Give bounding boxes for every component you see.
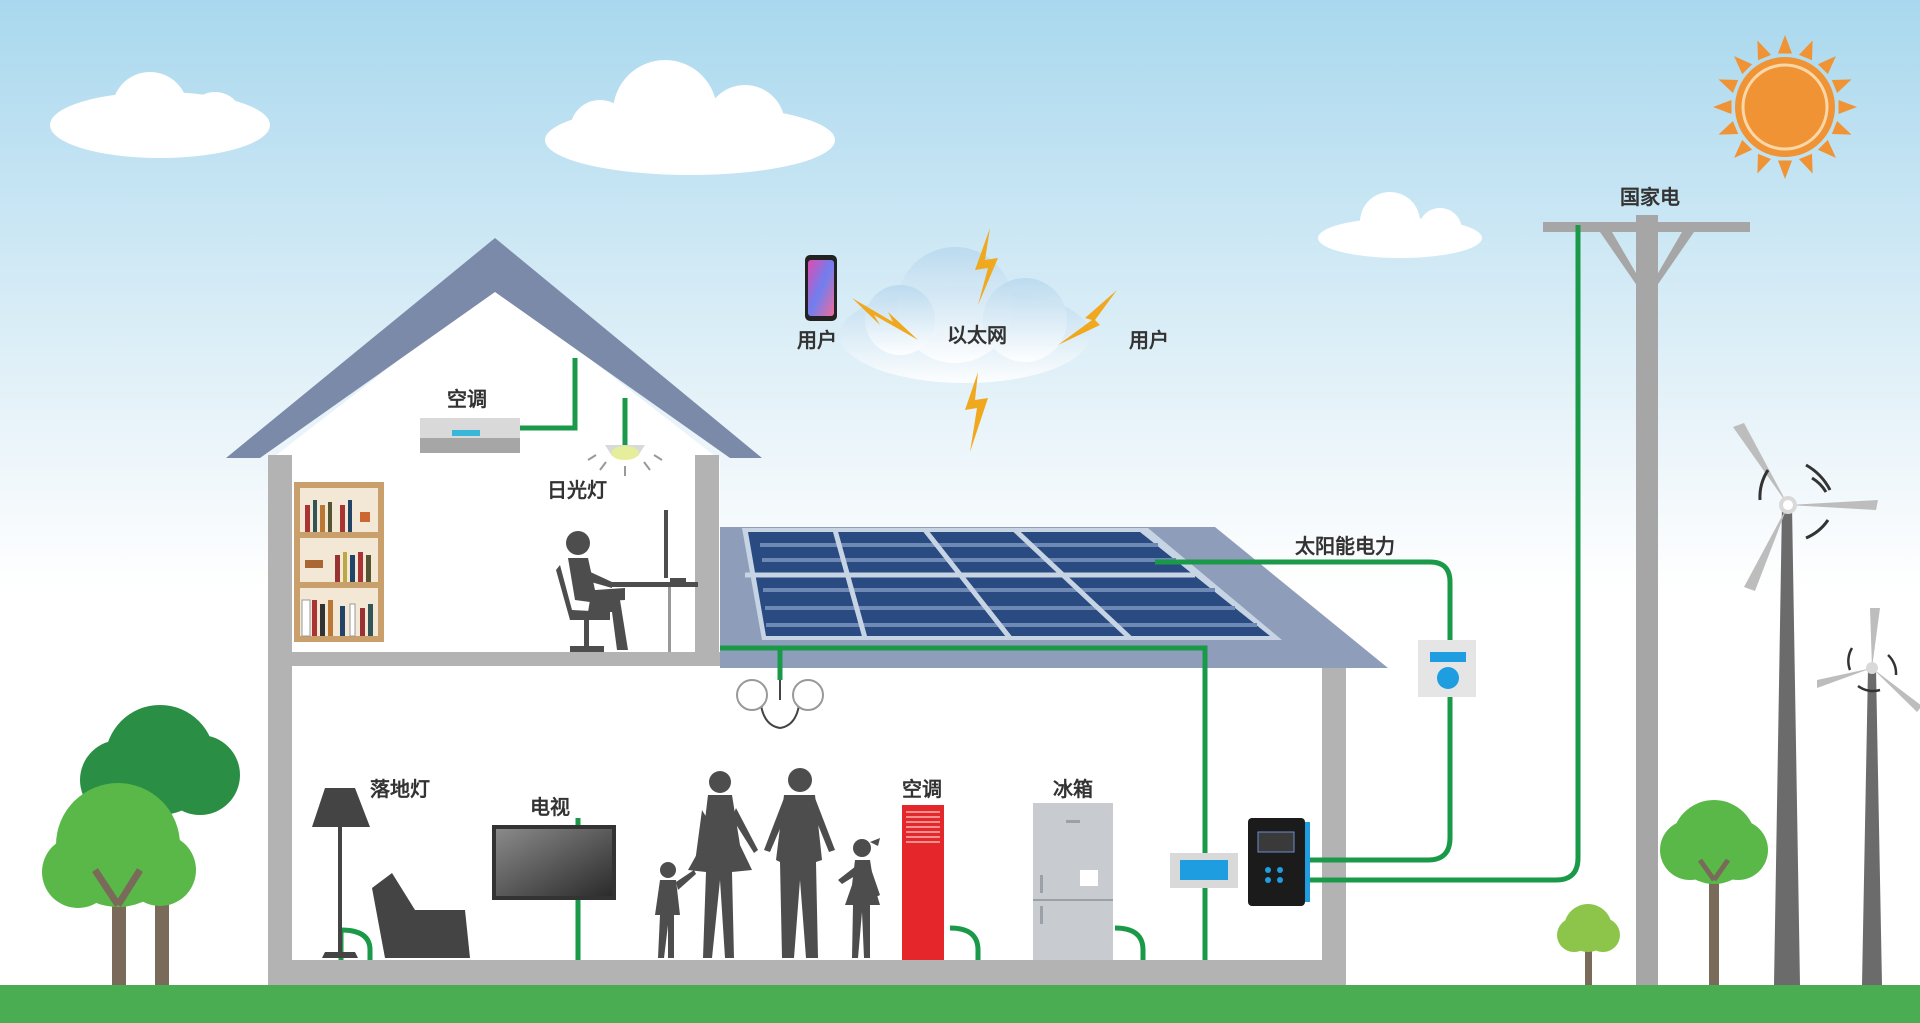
ac-upstairs-label: 空调 [447, 387, 487, 411]
sun-ray [1831, 121, 1852, 135]
sun-ray [1817, 56, 1836, 75]
television-icon [492, 825, 616, 900]
sun-ray [1838, 100, 1857, 114]
sun-ray [1778, 160, 1792, 179]
grass [0, 985, 1920, 1023]
ethernet-label: 以太网 [947, 323, 1007, 347]
fluorescent-lamp-label: 日光灯 [547, 478, 607, 502]
sun-ray [1718, 121, 1739, 135]
solar-panel-icon [742, 528, 1282, 640]
fridge-label: 冰箱 [1053, 777, 1093, 801]
family-silhouette-icon [655, 768, 880, 958]
person-at-computer-icon [556, 510, 698, 652]
tree-icon [1557, 904, 1620, 985]
lightning-icon [852, 298, 918, 340]
sun-ray [1799, 153, 1813, 174]
sun-ray [1734, 56, 1753, 75]
air-conditioner-icon [420, 418, 520, 453]
national-grid-label: 国家电 [1620, 185, 1680, 209]
sun-ray [1757, 40, 1771, 61]
floor-lamp-label: 落地灯 [370, 777, 430, 801]
solar-power-label: 太阳能电力 [1295, 534, 1395, 558]
cloud-icon [50, 72, 270, 158]
lightning-icon [975, 228, 998, 305]
cloud-icon [545, 60, 835, 175]
user-label-left: 用户 [797, 328, 837, 352]
ethernet-cloud-icon [840, 247, 1090, 383]
tree-icon [1660, 800, 1768, 985]
lightning-icon [965, 372, 988, 452]
solar-controller-icon [1418, 640, 1476, 697]
sun-icon [1713, 35, 1857, 179]
sun-ray [1734, 139, 1753, 158]
wind-turbine-icon [1733, 423, 1878, 985]
meter-icon [1170, 853, 1238, 888]
sun-ray [1713, 100, 1732, 114]
sun-ray [1817, 139, 1836, 158]
sun-ray [1778, 35, 1792, 54]
smartphone-icon [805, 255, 837, 321]
ac-downstairs-label: 空调 [902, 777, 942, 801]
lightning-icon [1058, 290, 1117, 345]
sun-ray [1799, 40, 1813, 61]
pendant-lamp-icon [736, 679, 824, 730]
house [226, 238, 1388, 985]
refrigerator-icon [1033, 803, 1113, 960]
sun-ray [1831, 79, 1852, 93]
tv-label: 电视 [530, 795, 570, 819]
cloud-icon [1318, 192, 1482, 258]
armchair-icon [372, 873, 470, 958]
sun-ray [1757, 153, 1771, 174]
inverter-icon [1248, 818, 1310, 906]
tree-icon [42, 783, 196, 985]
floor-air-conditioner-icon [902, 805, 944, 960]
user-label-right: 用户 [1129, 328, 1169, 352]
bookshelf-icon [294, 482, 384, 642]
floor-lamp-icon [312, 788, 370, 958]
power-pole-icon [1543, 215, 1750, 985]
sun-ray [1718, 79, 1739, 93]
wind-turbine-icon [1817, 608, 1920, 985]
ceiling-lamp-icon [587, 445, 663, 476]
